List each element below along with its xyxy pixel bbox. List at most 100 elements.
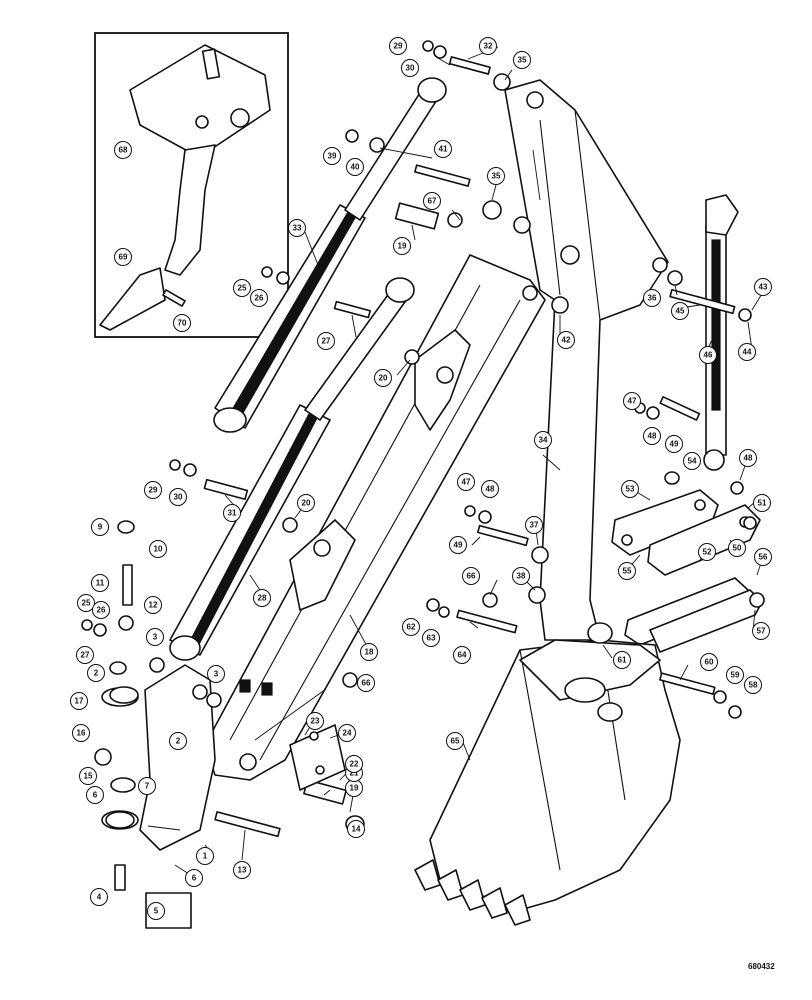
nut-58: [728, 705, 742, 719]
callout-number: 48: [648, 432, 657, 441]
callout-number: 15: [84, 772, 93, 781]
callout-19: 19: [393, 237, 411, 255]
ripper-tip: [99, 267, 166, 331]
callout-number: 60: [705, 658, 714, 667]
callout-circle: [91, 518, 109, 536]
callout-number: 7: [145, 782, 150, 791]
callout-20: 20: [374, 369, 392, 387]
washer-44: [738, 308, 752, 322]
drawing-reference-number: 680432: [748, 962, 775, 971]
fitting-24: [309, 731, 319, 741]
callout-2: 2: [87, 664, 105, 682]
callout-circle: [744, 676, 762, 694]
callout-number: 54: [688, 457, 697, 466]
callout-30: 30: [169, 488, 187, 506]
callout-circle: [752, 622, 770, 640]
bucket-cylinder-shade: [711, 239, 721, 411]
callout-62: 62: [402, 618, 420, 636]
callout-number: 30: [406, 64, 415, 73]
callout-circle: [317, 332, 335, 350]
boom-foot-hole: [239, 753, 257, 771]
callout-6: 6: [86, 786, 104, 804]
callout-number: 16: [77, 729, 86, 738]
callout-48: 48: [481, 480, 499, 498]
callout-29: 29: [144, 481, 162, 499]
callout-41: 41: [434, 140, 452, 158]
callout-number: 56: [759, 553, 768, 562]
callout-circle: [513, 51, 531, 69]
dipper-stick-body: [504, 79, 669, 641]
fitting-22: [315, 765, 325, 775]
callout-number: 48: [486, 485, 495, 494]
callout-number: 65: [451, 737, 460, 746]
bushing-38: [528, 586, 546, 604]
washer-51: [743, 516, 757, 530]
boom-block-b: [261, 682, 273, 696]
callout-circle: [446, 732, 464, 750]
callout-number: 2: [94, 669, 99, 678]
callout-number: 50: [733, 544, 742, 553]
callout-56: 56: [754, 548, 772, 566]
callout-circle: [671, 302, 689, 320]
ripper-inset: [94, 32, 289, 338]
callout-number: 5: [154, 907, 159, 916]
callout-number: 27: [81, 651, 90, 660]
callout-circle: [92, 601, 110, 619]
boom-block-a: [239, 679, 251, 693]
callout-25: 25: [233, 279, 251, 297]
callout-number: 18: [365, 648, 374, 657]
callout-circle: [90, 888, 108, 906]
washer-25b: [81, 619, 93, 631]
washer-25: [261, 266, 273, 278]
washer-30a: [433, 45, 447, 59]
callout-number: 67: [428, 197, 437, 206]
callout-34: 34: [534, 431, 552, 449]
link-50: [647, 504, 761, 576]
callout-circle: [643, 427, 661, 445]
nut-57: [749, 592, 765, 608]
boom-lower-bracket: [289, 519, 356, 611]
callout-number: 21: [350, 769, 359, 778]
callout-circle: [613, 651, 631, 669]
callout-circle: [346, 158, 364, 176]
callout-43: 43: [754, 278, 772, 296]
callout-number: 64: [458, 651, 467, 660]
callout-60: 60: [700, 653, 718, 671]
bushing-20b: [282, 517, 298, 533]
boom-body: [204, 254, 546, 781]
pin-11: [122, 564, 133, 606]
callout-circle: [323, 147, 341, 165]
callout-number: 17: [75, 697, 84, 706]
callout-20: 20: [297, 494, 315, 512]
callout-number: 13: [238, 866, 247, 875]
callout-circle: [173, 314, 191, 332]
callout-number: 6: [192, 874, 197, 883]
callout-39: 39: [323, 147, 341, 165]
callout-circle: [753, 494, 771, 512]
callout-17: 17: [70, 692, 88, 710]
callout-circle: [233, 279, 251, 297]
callout-number: 20: [302, 499, 311, 508]
callout-number: 41: [439, 145, 448, 154]
pin-64: [456, 609, 518, 634]
callout-number: 28: [258, 594, 267, 603]
ripper-bolt-hole: [195, 115, 209, 129]
callout-circle: [726, 666, 744, 684]
callout-23: 23: [306, 712, 324, 730]
callout-circle: [754, 278, 772, 296]
callout-circle: [739, 449, 757, 467]
callout-35: 35: [513, 51, 531, 69]
callout-number: 66: [467, 572, 476, 581]
callout-circle: [338, 724, 356, 742]
crowd-cylinder: [169, 277, 415, 661]
callout-circle: [144, 596, 162, 614]
callout-circle: [207, 665, 225, 683]
callout-circle: [401, 59, 419, 77]
callout-24: 24: [338, 724, 356, 742]
callout-number: 46: [704, 351, 713, 360]
callout-48: 48: [739, 449, 757, 467]
callout-circle: [402, 618, 420, 636]
dipper-upper-hole: [513, 216, 531, 234]
callout-number: 52: [703, 548, 712, 557]
washer-47b: [464, 505, 476, 517]
